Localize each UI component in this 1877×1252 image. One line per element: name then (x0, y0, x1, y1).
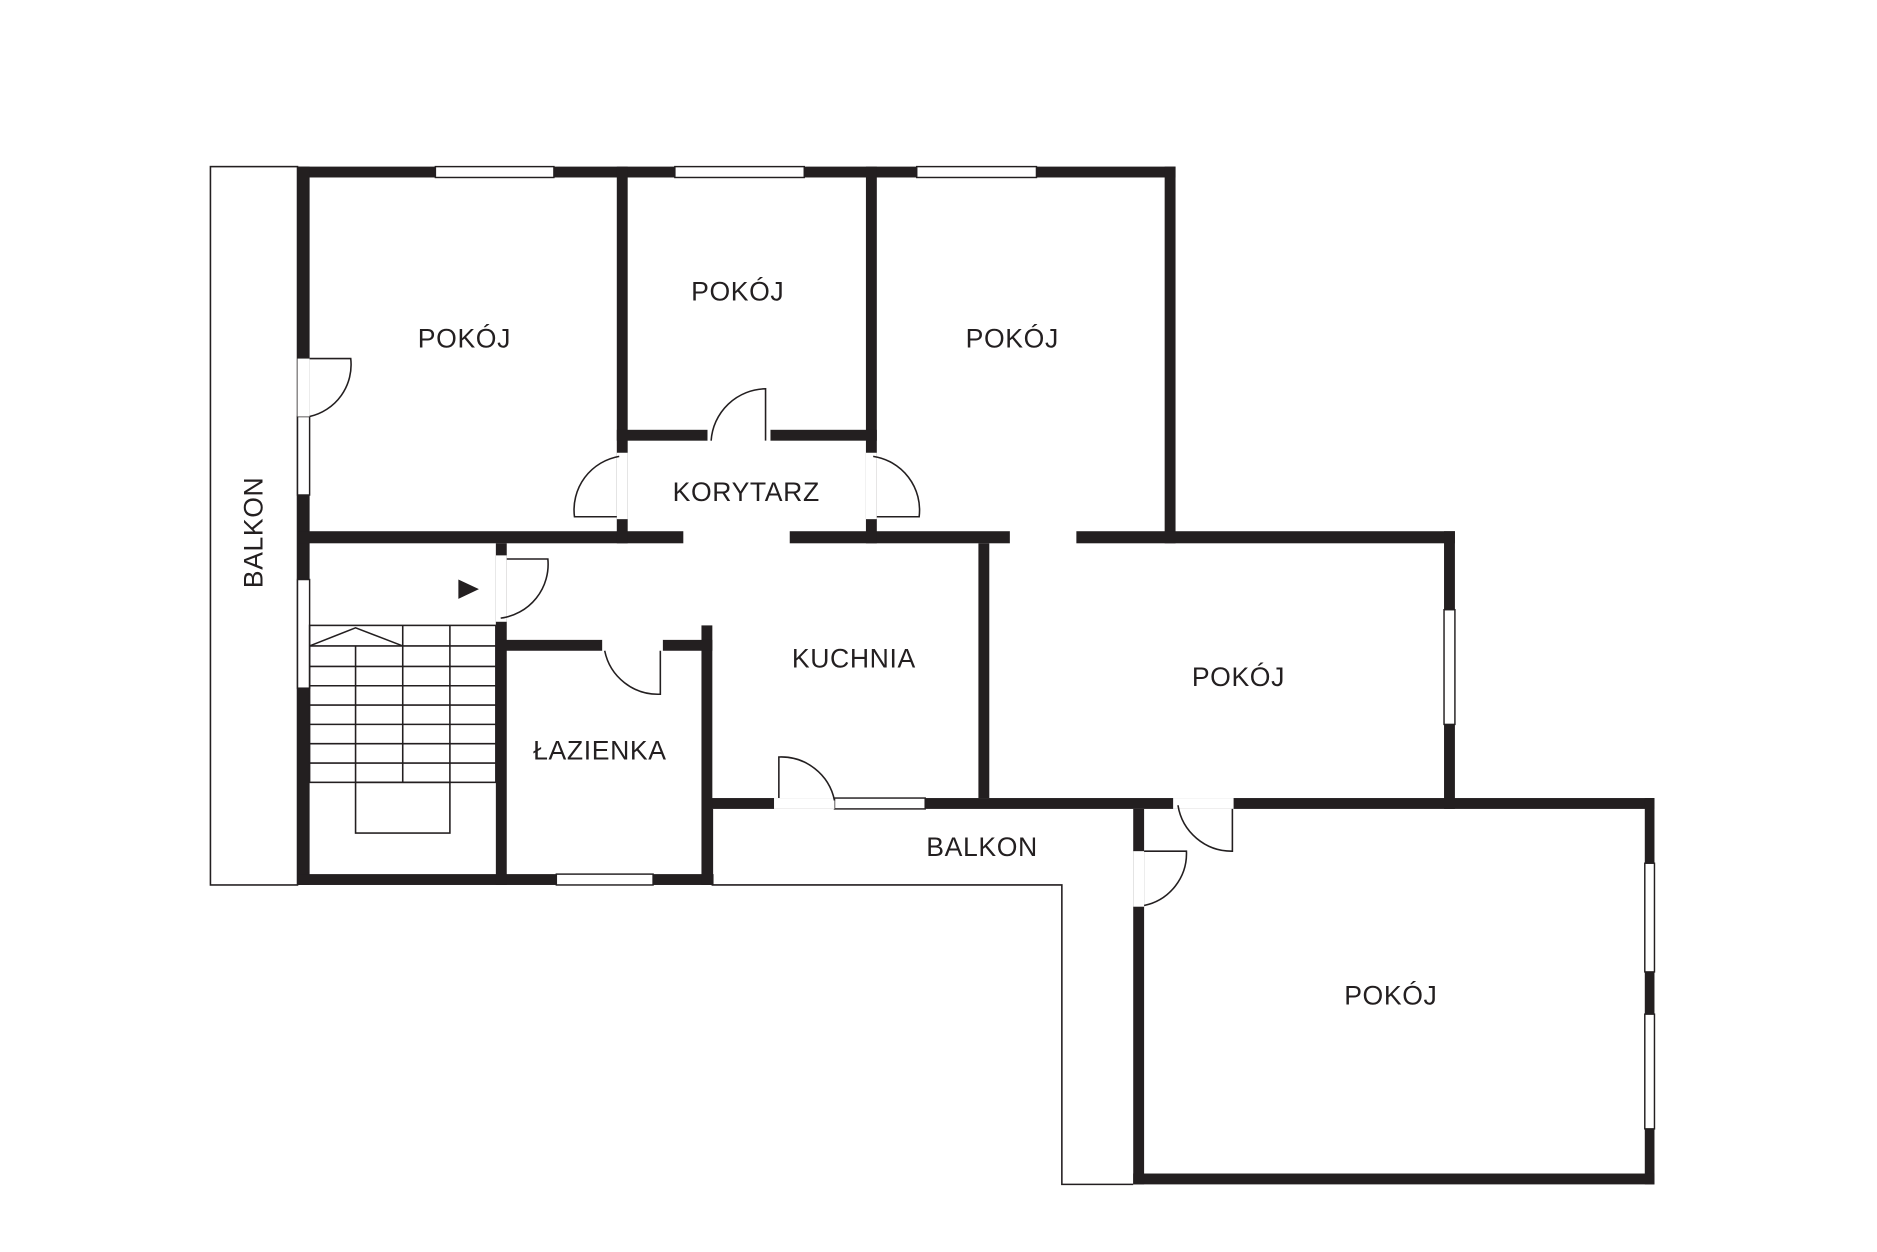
room-label: BALKON (238, 477, 268, 588)
room-label: POKÓJ (418, 324, 511, 354)
doors (297, 357, 1234, 907)
room-label: KUCHNIA (792, 644, 916, 674)
room-label: BALKON (926, 832, 1038, 862)
balcony-bottom (711, 808, 1134, 1186)
staircase (308, 624, 497, 834)
room-label: POKÓJ (966, 324, 1059, 354)
room-label: POKÓJ (1192, 662, 1285, 692)
room-label: KORYTARZ (673, 477, 820, 507)
room-label: POKÓJ (691, 277, 784, 307)
room-label: ŁAZIENKA (533, 735, 666, 765)
room-label: POKÓJ (1344, 981, 1437, 1011)
entrance-arrow-icon (458, 579, 479, 599)
balcony-left (209, 165, 299, 886)
windows (296, 165, 1656, 1130)
